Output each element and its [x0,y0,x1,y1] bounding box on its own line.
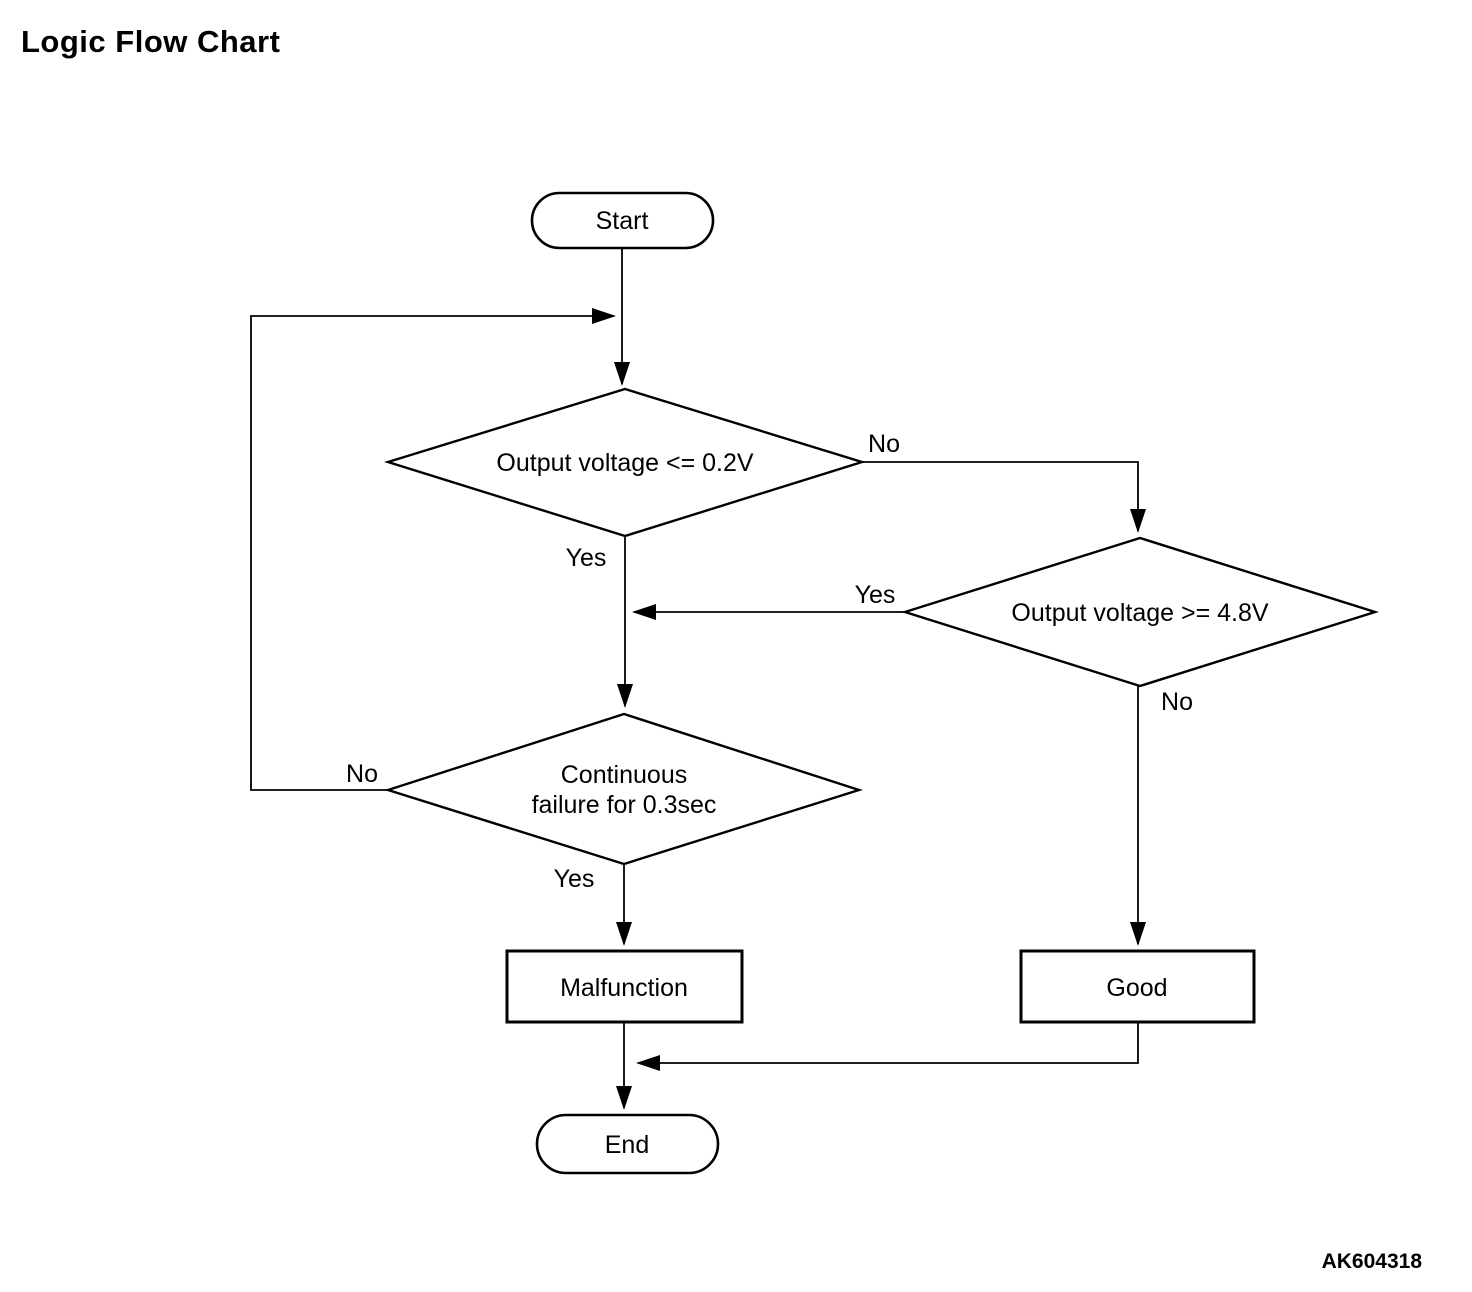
good-label: Good [1106,974,1167,1002]
malfunction-node: Malfunction [505,949,744,1024]
page-title: Logic Flow Chart [21,24,281,59]
decision-3-shape [384,712,863,866]
start-shape [530,191,715,250]
end-label: End [605,1131,649,1159]
decision-2-shape [901,536,1379,688]
decision-2-yes-label: Yes [855,581,896,609]
decision-output-voltage-high: Output voltage >= 4.8V [901,536,1379,688]
malfunction-label: Malfunction [560,974,688,1002]
decision-1-label: Output voltage <= 0.2V [496,449,753,477]
good-node: Good [1019,949,1256,1024]
decision-3-label-line1: Continuous [561,761,687,789]
edge-good-to-join [636,1022,1139,1071]
decision-2-no-label: No [1161,688,1193,716]
figure-code: AK604318 [1322,1250,1423,1273]
edge-d3no-loopback [250,308,616,791]
decision-3-yes-label: Yes [554,865,595,893]
start-node: Start [530,191,715,250]
decision-1-shape [383,387,867,538]
end-shape [535,1113,720,1175]
decision-1-no-label: No [868,430,900,458]
start-label: Start [596,207,649,235]
end-node: End [535,1113,720,1175]
malfunction-shape [505,949,744,1024]
decision-output-voltage-low: Output voltage <= 0.2V [383,387,867,538]
decision-2-label: Output voltage >= 4.8V [1011,599,1268,627]
decision-3-no-label: No [346,760,378,788]
decision-1-yes-label: Yes [566,544,607,572]
decision-3-label-line2: failure for 0.3sec [532,791,717,819]
decision-continuous-failure: Continuous failure for 0.3sec [384,712,863,866]
good-shape [1019,949,1256,1024]
edge-d1no-to-d2 [862,461,1146,533]
